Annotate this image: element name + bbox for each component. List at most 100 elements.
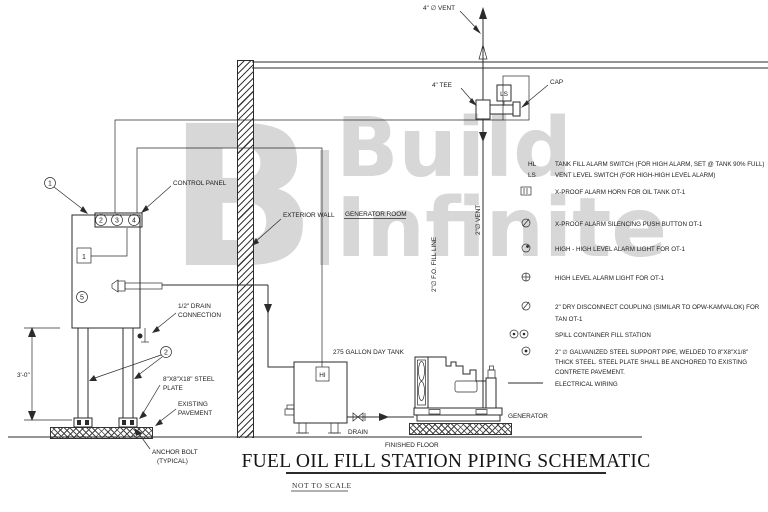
generator-pad-hatch	[409, 423, 512, 435]
legend-text-horn: X-PROOF ALARM HORN FOR OIL TANK OT-1	[555, 189, 686, 196]
legend-text-coupling-1: 2" DRY DISCONNECT COUPLING (SIMILAR TO O…	[555, 304, 760, 311]
spill-container-icon-1-dot	[512, 332, 516, 336]
callout-1: 1	[48, 181, 52, 188]
exhaust-cap	[487, 369, 496, 379]
support-pipe-icon	[521, 346, 531, 356]
existing-pavement-label-2: PAVEMENT	[178, 410, 212, 417]
tank-leg-2	[330, 422, 339, 434]
callout-4-circle	[128, 214, 140, 226]
tank-fitting-upper	[286, 404, 295, 410]
push-button-icon	[521, 218, 531, 228]
steel-plate-1	[73, 417, 93, 428]
callout-2-circle	[95, 214, 107, 226]
drawing-title: FUEL OIL FILL STATION PIPING SCHEMATIC	[241, 451, 650, 472]
spill-container-icon-2	[519, 329, 529, 339]
anchor-bolt-1b	[85, 420, 89, 425]
base-pad-2	[475, 409, 488, 415]
callout-2b: 2	[164, 350, 168, 357]
exterior-wall-arrow	[251, 238, 259, 246]
existing-pavement-leader	[157, 408, 177, 424]
alternator	[454, 380, 478, 393]
high-switch-label: HI	[319, 372, 326, 379]
anchor-bolt-label-1: ANCHOR BOLT	[152, 449, 198, 456]
vent-junction-box	[502, 75, 530, 121]
fan-blade-top	[418, 361, 425, 381]
vent-vertical-label: 2"∅ VENT	[475, 205, 482, 235]
control-panel-arrow	[141, 205, 149, 213]
tee-fitting	[475, 99, 491, 120]
drain-valve-right	[357, 412, 364, 422]
fill-line-vertical-label: 2"∅ F.O. FILL LINE	[431, 237, 438, 292]
generator-base-upper	[413, 407, 503, 416]
push-button-icon-slash	[522, 218, 530, 227]
drain-valve-left	[352, 412, 359, 422]
exterior-wall-leader	[253, 218, 282, 244]
exterior-wall-hatch	[237, 60, 254, 438]
anchor-bolt-arrow	[134, 428, 142, 436]
coupling-icon-slash	[522, 301, 530, 310]
callout-1-arrow	[80, 206, 88, 214]
steel-plate-2	[118, 417, 138, 428]
vent-top-label: 4" ∅ VENT	[423, 5, 455, 12]
legend-text-support-2: THICK STEEL. STEEL PLATE SHALL BE ANCHOR…	[555, 359, 747, 366]
device-1-label: 1	[82, 254, 86, 261]
finished-floor-label: FINISHED FLOOR	[385, 442, 439, 449]
watermark-bar	[320, 150, 329, 265]
legend-text-wiring: ELECTRICAL WIRING	[555, 381, 618, 388]
vent-up-arrow	[479, 7, 487, 19]
legend-text-support-1: 2" ∅ GALVANIZED STEEL SUPPORT PIPE, WELD…	[555, 349, 748, 356]
device-1-wire	[91, 228, 128, 257]
control-panel-leader	[143, 185, 172, 211]
generator-label: GENERATOR	[508, 413, 548, 420]
fill-pipe-drop	[267, 285, 294, 368]
device-1-box	[76, 247, 92, 264]
wire-to-vent-switch	[114, 119, 503, 213]
drain-connection-label-1: 1/2" DRAIN	[178, 303, 211, 310]
wire-to-day-tank	[136, 147, 323, 367]
drain-connection-leader	[154, 312, 177, 331]
tank-fitting-lower	[284, 408, 295, 416]
alarm-horn-icon	[520, 186, 532, 196]
steel-plate-label-1: 8"X8"X18" STEEL	[163, 376, 215, 383]
spill-container-icon-2-dot	[522, 332, 526, 336]
legend-text-push-button: X-PROOF ALARM SILENCING PUSH BUTTON OT-1	[555, 221, 703, 228]
anchor-bolt-label-2: (TYPICAL)	[157, 458, 188, 465]
legend-text-h-light: HIGH LEVEL ALARM LIGHT FOR OT-1	[555, 275, 665, 282]
cap-leader-arrow	[521, 100, 529, 108]
callout-5-circle	[76, 291, 88, 303]
drain-label: DRAIN	[348, 429, 368, 436]
scale-note: NOT TO SCALE	[292, 481, 352, 490]
exhaust-stack	[485, 377, 497, 409]
watermark-word-1: Build	[336, 101, 572, 196]
vent-leader-arrow	[473, 25, 481, 34]
coupling-nozzle-tip	[111, 279, 119, 293]
radiator-core	[417, 359, 426, 406]
legend: HL TANK FILL ALARM SWITCH (FOR HIGH ALAR…	[508, 161, 764, 388]
title-underline	[286, 472, 606, 474]
anchor-bolt-2a	[122, 420, 126, 425]
legend-text-ls: VENT LEVEL SWITCH (FOR HIGH-HIGH LEVEL A…	[555, 172, 715, 179]
steel-plate-label-2: PLATE	[163, 385, 183, 392]
generator-base-lower	[416, 414, 501, 422]
callout-4: 4	[132, 218, 136, 225]
day-tank-label: 275 GALLON DAY TANK	[333, 349, 405, 356]
terminal-strip	[94, 212, 143, 228]
legend-text-support-3: CONTRETE PAVEMENT.	[555, 369, 625, 376]
callout-2b-arrow-2	[134, 372, 142, 379]
engine-silhouette	[427, 356, 487, 408]
exhaust-tip	[489, 365, 494, 371]
fill-pipe-arrow	[264, 304, 272, 314]
existing-pavement-label-1: EXISTING	[178, 401, 208, 408]
legend-text-hl: TANK FILL ALARM SWITCH (FOR HIGH ALARM, …	[555, 161, 764, 168]
high-switch-box	[315, 366, 330, 382]
callout-2b-leader-1	[91, 354, 162, 380]
legend-text-spill: SPILL CONTAINER FILL STATION	[555, 332, 651, 339]
tee-branch-pipe	[489, 104, 514, 115]
drain-connection-arrow	[152, 326, 160, 333]
dimension-label: 3'-0"	[17, 372, 30, 379]
drain-connection-label-2: CONNECTION	[178, 312, 221, 319]
watermark-word-2: Infinite	[336, 181, 667, 276]
callout-1-circle	[44, 177, 56, 189]
